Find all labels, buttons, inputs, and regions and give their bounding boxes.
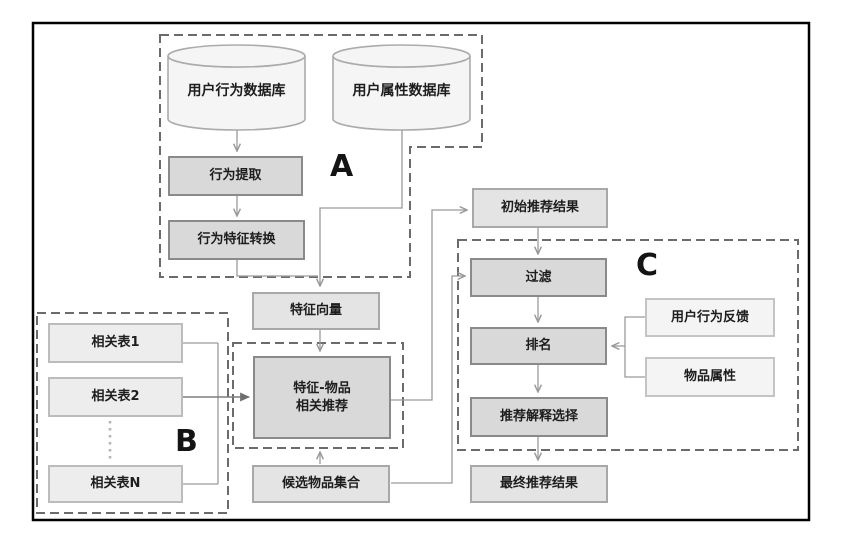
arrow-attributedb-to-featurevector [320,130,403,286]
node-recommendation-explanation-selection-text: 推荐解释选择 [499,409,578,425]
arrow-central-to-initial [391,210,467,401]
node-final-recommendation-result: 最终推荐结果 [470,465,608,503]
node-candidate-item-set: 候选物品集合 [252,465,390,503]
feature-item-rec-outline [232,342,404,449]
group-a-label: A [330,149,354,184]
node-feature-vector-text: 特征向量 [289,303,342,319]
node-feature-item-recommendation-line2: 相关推荐 [295,398,348,414]
node-related-table-2-text: 相关表2 [91,389,140,405]
node-rank: 排名 [470,327,607,365]
user-attribute-database-cylinder [332,44,471,131]
node-behavior-feature-conversion-text: 行为特征转换 [197,232,276,248]
node-related-table-n-text: 相关表N [90,476,141,492]
group-b-label: B [175,424,198,459]
bracket-feedback-attr [624,316,645,378]
node-related-table-1-text: 相关表1 [91,335,140,351]
node-feature-vector: 特征向量 [252,292,380,330]
group-b-outline [36,312,229,514]
node-behavior-extraction-text: 行为提取 [209,168,262,184]
node-filter: 过滤 [470,258,607,297]
connector-lines [183,130,645,485]
node-feature-item-recommendation: 特征-物品 相关推荐 [253,356,391,439]
user-attribute-database-label: 用户属性数据库 [333,45,470,120]
line-convert-to-junction [236,260,318,277]
node-user-behavior-feedback-text: 用户行为反馈 [670,309,749,325]
node-related-table-n: 相关表N [48,465,183,503]
node-item-attribute: 物品属性 [645,357,775,397]
user-behavior-database-label: 用户行为数据库 [168,45,305,120]
node-filter-text: 过滤 [525,269,552,285]
node-rank-text: 排名 [525,338,552,354]
node-related-table-1: 相关表1 [48,323,183,363]
node-final-recommendation-result-text: 最终推荐结果 [499,476,578,492]
node-behavior-feature-conversion: 行为特征转换 [168,220,305,260]
arrow-candidate-to-filter [391,276,465,484]
node-behavior-extraction: 行为提取 [168,156,303,196]
outer-frame [31,21,811,522]
node-feature-item-recommendation-line1: 特征-物品 [293,380,351,396]
node-user-behavior-feedback: 用户行为反馈 [645,298,775,337]
user-behavior-database-cylinder [167,44,306,131]
group-c-label: C [636,248,659,283]
node-item-attribute-text: 物品属性 [683,369,736,385]
group-c-outline [457,239,799,451]
node-recommendation-explanation-selection: 推荐解释选择 [470,397,608,437]
node-candidate-item-set-text: 候选物品集合 [281,476,360,492]
node-initial-recommendation-result-text: 初始推荐结果 [500,200,579,216]
group-a-outline [159,34,483,278]
node-initial-recommendation-result: 初始推荐结果 [472,188,608,228]
user-attribute-database-text: 用户属性数据库 [352,82,451,99]
user-behavior-database-text: 用户行为数据库 [187,82,286,99]
node-related-table-2: 相关表2 [48,377,183,417]
